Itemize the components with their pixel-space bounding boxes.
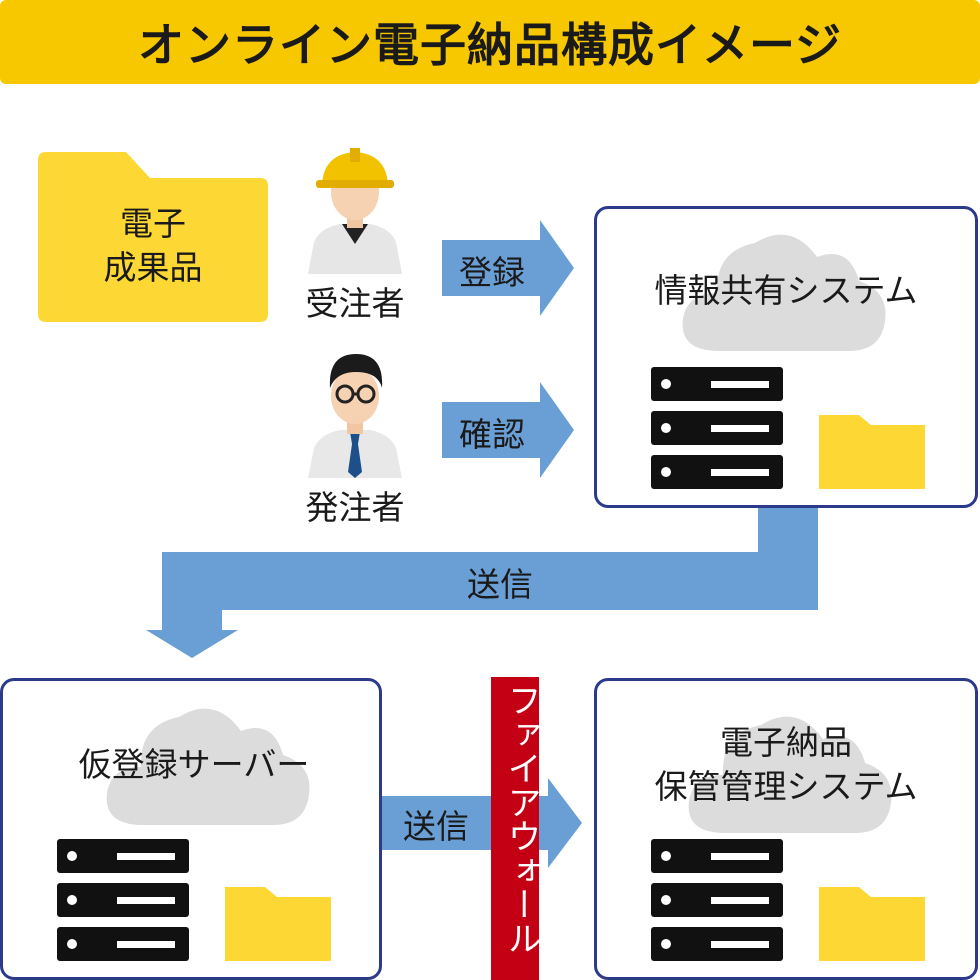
- server-unit: [651, 411, 783, 445]
- info-share-system-box: 情報共有システム: [594, 206, 978, 508]
- folder-label-line-1: 電子: [120, 204, 186, 243]
- title-banner: [0, 0, 980, 84]
- info-share-system-label: 情報共有システム: [654, 271, 918, 310]
- folder-icon: [819, 415, 925, 489]
- cloud-icon: [682, 234, 886, 351]
- folder-label: 電子 成果品: [38, 202, 268, 290]
- contractor-label: 受注者: [305, 284, 405, 323]
- server-unit: [57, 839, 189, 873]
- orderer-label: 発注者: [305, 488, 405, 527]
- server-unit: [651, 367, 783, 401]
- send-arrow-top-label: 送信: [467, 565, 533, 604]
- firewall-label: ファイアウォール: [501, 683, 541, 955]
- orderer-person-icon: [308, 354, 402, 478]
- temp-server-label: 仮登録サーバー: [78, 745, 310, 784]
- server-unit: [651, 839, 783, 873]
- folder-icon: [819, 887, 925, 961]
- server-unit: [651, 455, 783, 489]
- cloud-icon: [688, 716, 892, 833]
- archive-system-label-line-2: 保管管理システム: [654, 767, 918, 806]
- temp-server-box: 仮登録サーバー: [0, 678, 382, 980]
- send-arrow-bottom-label: 送信: [403, 807, 469, 846]
- archive-system-label-line-1: 電子納品: [720, 723, 852, 762]
- firewall-bar: [491, 677, 539, 980]
- archive-system-box: 電子納品 保管管理システム: [594, 678, 978, 980]
- send-arrow-top: [146, 508, 818, 658]
- contractor-person-icon: [308, 148, 402, 274]
- folder-label-line-2: 成果品: [103, 248, 203, 287]
- page-title: オンライン電子納品構成イメージ: [137, 18, 843, 72]
- register-arrow: [442, 220, 574, 316]
- server-unit: [57, 927, 189, 961]
- cloud-icon: [106, 708, 310, 825]
- folder-icon: [38, 152, 268, 322]
- archive-system-label: 電子納品 保管管理システム: [597, 721, 975, 809]
- server-unit: [651, 927, 783, 961]
- confirm-arrow: [442, 382, 574, 478]
- confirm-arrow-label: 確認: [459, 415, 525, 454]
- server-unit: [57, 883, 189, 917]
- folder-icon: [225, 887, 331, 961]
- server-unit: [651, 883, 783, 917]
- register-arrow-label: 登録: [459, 253, 525, 292]
